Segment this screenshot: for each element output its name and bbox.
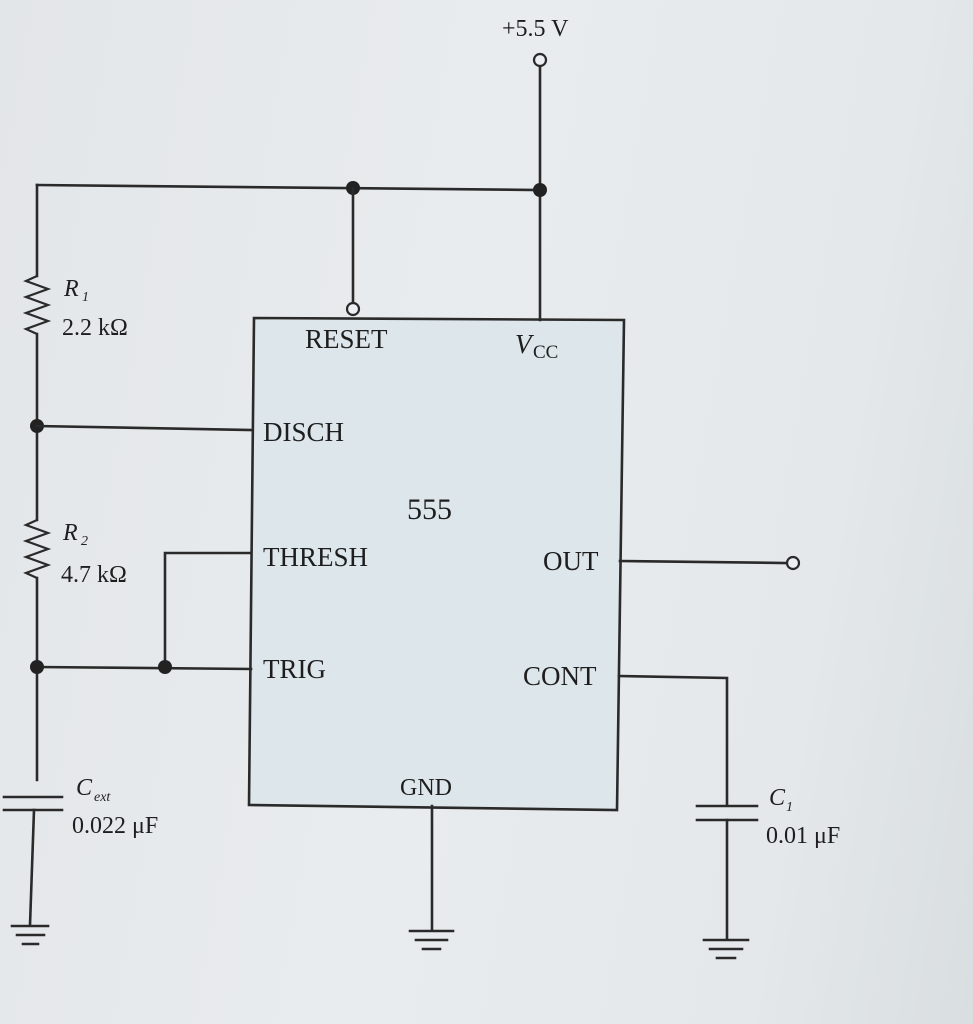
output-terminal[interactable] [785, 555, 801, 571]
pin-thresh-label: THRESH [263, 542, 368, 572]
thresh-trig-junction-dot [158, 660, 172, 674]
ic-555-body [247, 316, 626, 812]
r1-resistor [22, 274, 52, 336]
cext-ground-wire [28, 808, 36, 927]
cext-value: 0.022 μF [72, 813, 158, 839]
r2-subscript: 2 [81, 534, 88, 549]
r1-value: 2.2 kΩ [62, 315, 128, 341]
ground-symbol-right [702, 938, 750, 960]
r1-symbol: R [63, 276, 79, 302]
supply-terminal[interactable] [532, 52, 548, 68]
cext-subscript: ext [94, 790, 111, 805]
ground-symbol-center [408, 929, 455, 951]
out-wire [618, 559, 788, 565]
c1-subscript: 1 [786, 800, 793, 815]
pin-disch-label: DISCH [263, 417, 344, 447]
ic-name-label: 555 [407, 493, 452, 526]
pin-gnd-label: GND [400, 775, 452, 801]
pin-vcc-subscript: CC [533, 342, 558, 363]
pin-out-label: OUT [543, 546, 599, 576]
reset-bubble [345, 301, 361, 317]
r2-resistor [22, 518, 52, 580]
r1-subscript: 1 [82, 290, 89, 305]
trig-left-junction-dot [30, 660, 44, 674]
disch-wire [35, 424, 254, 432]
vcc-junction-dot [533, 183, 547, 197]
cext-symbol: C [76, 775, 93, 801]
r2-value: 4.7 kΩ [61, 562, 127, 588]
pin-reset-label: RESET [305, 324, 388, 354]
cont-wire [617, 674, 729, 807]
top-rail-wire [35, 183, 542, 192]
thresh-wire [163, 551, 253, 669]
r2-symbol: R [62, 520, 78, 546]
c1-symbol: C [769, 785, 786, 811]
c1-value: 0.01 μF [766, 823, 840, 849]
trig-wire [35, 665, 253, 671]
supply-label: +5.5 V [502, 16, 569, 42]
pin-trig-label: TRIG [263, 654, 326, 684]
pin-cont-label: CONT [523, 661, 597, 691]
ground-symbol-left [10, 924, 50, 946]
pin-vcc-label: V [515, 329, 535, 359]
